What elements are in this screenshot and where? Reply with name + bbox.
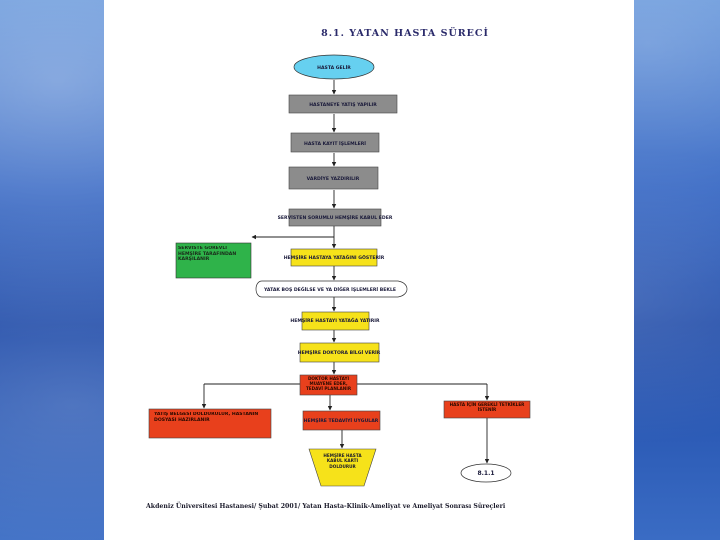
step-registration-label: HASTA KAYIT İŞLEMLERİ bbox=[304, 140, 366, 147]
end-node bbox=[460, 463, 512, 483]
footer-caption: Akdeniz Üniversitesi Hastanesi/ Şubat 20… bbox=[145, 503, 506, 510]
decision-shape bbox=[255, 280, 408, 298]
yellow-step-lay bbox=[301, 311, 370, 331]
red-step-tests-wrap: HASTA İÇİN GEREKLİ TETKİKLER İSTENİR bbox=[449, 402, 525, 413]
end-node-label: 8.1.1 bbox=[477, 470, 494, 477]
step-registration bbox=[290, 132, 380, 153]
page-title: 8.1. YATAN HASTA SÜRECİ bbox=[321, 26, 489, 39]
yellow-step-inform-label: HEMŞİRE DOKTORA BİLGİ VERİR bbox=[298, 349, 381, 356]
red-step-examine bbox=[299, 374, 358, 396]
red-step-tests-label: HASTA İÇİN GEREKLİ TETKİKLER İSTENİR bbox=[449, 402, 525, 413]
green-box-label: SERVİSTE GÖREVLİ HEMŞİRE TARAFINDAN KARŞ… bbox=[178, 246, 237, 263]
yellow-step-show-bed-label: HEMŞİRE HASTAYA YATAĞINI GÖSTERİR bbox=[284, 254, 385, 261]
decision-label: YATAK BOŞ DEĞİLSE VE YA DİĞER İŞLEMLERİ … bbox=[263, 286, 396, 293]
red-step-examine-label: DOKTOR HASTAYI MUAYENE EDER, TEDAVİ PLAN… bbox=[305, 376, 352, 392]
red-step-documents-label: YATIŞ BELGESİ DOLDURULUR, HASTANIN DOSYA… bbox=[154, 412, 259, 423]
red-step-examine-wrap: DOKTOR HASTAYI MUAYENE EDER, TEDAVİ PLAN… bbox=[305, 376, 352, 392]
trapezoid-step-card-wrap: HEMŞİRE HASTA KABUL KARTI DOLDURUR bbox=[323, 453, 362, 469]
red-step-documents-wrap: YATIŞ BELGESİ DOLDURULUR, HASTANIN DOSYA… bbox=[154, 412, 259, 423]
red-step-treatment bbox=[302, 410, 381, 431]
red-step-documents bbox=[148, 408, 272, 439]
connectors bbox=[201, 80, 490, 464]
step-service-accept bbox=[288, 208, 382, 227]
step-admission-label: HASTANEYE YATIŞ YAPILIR bbox=[309, 102, 377, 108]
yellow-step-show-bed bbox=[290, 248, 378, 267]
yellow-step-inform bbox=[299, 342, 380, 363]
red-step-tests bbox=[443, 400, 531, 419]
trapezoid-step-card bbox=[308, 448, 377, 487]
green-box bbox=[175, 242, 252, 279]
step-admission bbox=[288, 94, 398, 114]
yellow-step-lay-label: HEMŞİRE HASTAYI YATAĞA YATIRIR bbox=[290, 317, 380, 324]
start-node bbox=[293, 54, 375, 80]
step-service-accept-label: SERVİSTEN SORUMLU HEMŞİRE KABUL EDER bbox=[278, 214, 393, 221]
green-box-text-wrap: SERVİSTE GÖREVLİ HEMŞİRE TARAFINDAN KARŞ… bbox=[178, 246, 237, 263]
step-print-label: VARDİYE YAZDIRILIR bbox=[307, 175, 360, 182]
red-step-treatment-label: HEMŞİRE TEDAVİYİ UYGULAR bbox=[304, 417, 379, 424]
start-node-label: HASTA GELİR bbox=[317, 64, 351, 71]
step-print bbox=[288, 166, 379, 190]
trapezoid-step-card-label: HEMŞİRE HASTA KABUL KARTI DOLDURUR bbox=[323, 453, 362, 469]
